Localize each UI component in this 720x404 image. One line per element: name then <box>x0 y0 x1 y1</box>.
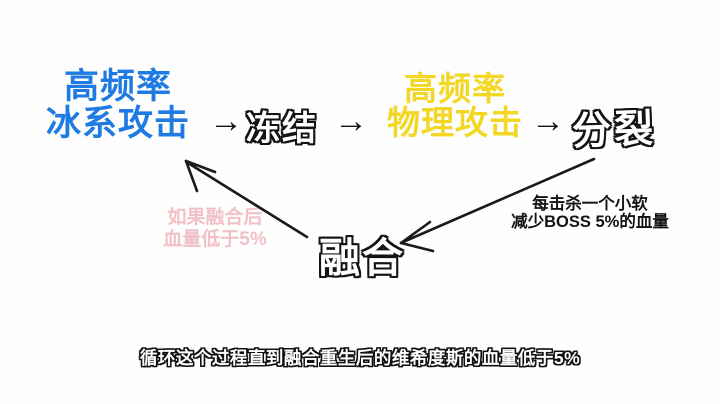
node-ice-attack-line2: 冰系攻击 <box>45 104 190 143</box>
node-split: 分裂 <box>571 107 657 154</box>
node-ice-attack: 高频率 冰系攻击 <box>28 68 208 142</box>
right-arrow-icon: → <box>209 102 243 140</box>
note-if-merge-low-hp-line1: 如果融合后 <box>167 207 263 228</box>
right-arrow-icon: → <box>531 102 565 140</box>
note-kill-reduces-boss-hp: 每击杀一个小软 减少BOSS 5%的血量 <box>490 195 690 231</box>
note-if-merge-low-hp-line2: 血量低于5% <box>163 228 267 250</box>
node-merge: 融合 <box>319 235 405 281</box>
node-freeze: 冻结 <box>246 110 318 148</box>
note-kill-line2: 减少BOSS 5%的血量 <box>511 212 669 231</box>
node-physical-attack-line2: 物理攻击 <box>387 104 523 141</box>
video-subtitle: 循环这个过程直到融合重生后的维希度斯的血量低于5% <box>139 348 581 368</box>
node-physical-attack-line1: 高频率 <box>404 70 506 107</box>
node-ice-attack-line1: 高频率 <box>63 67 172 106</box>
node-physical-attack: 高频率 物理攻击 <box>376 72 534 140</box>
note-if-merge-low-hp: 如果融合后 血量低于5% <box>156 207 274 250</box>
note-kill-line1: 每击杀一个小软 <box>532 195 648 213</box>
right-arrow-icon: → <box>334 102 368 140</box>
